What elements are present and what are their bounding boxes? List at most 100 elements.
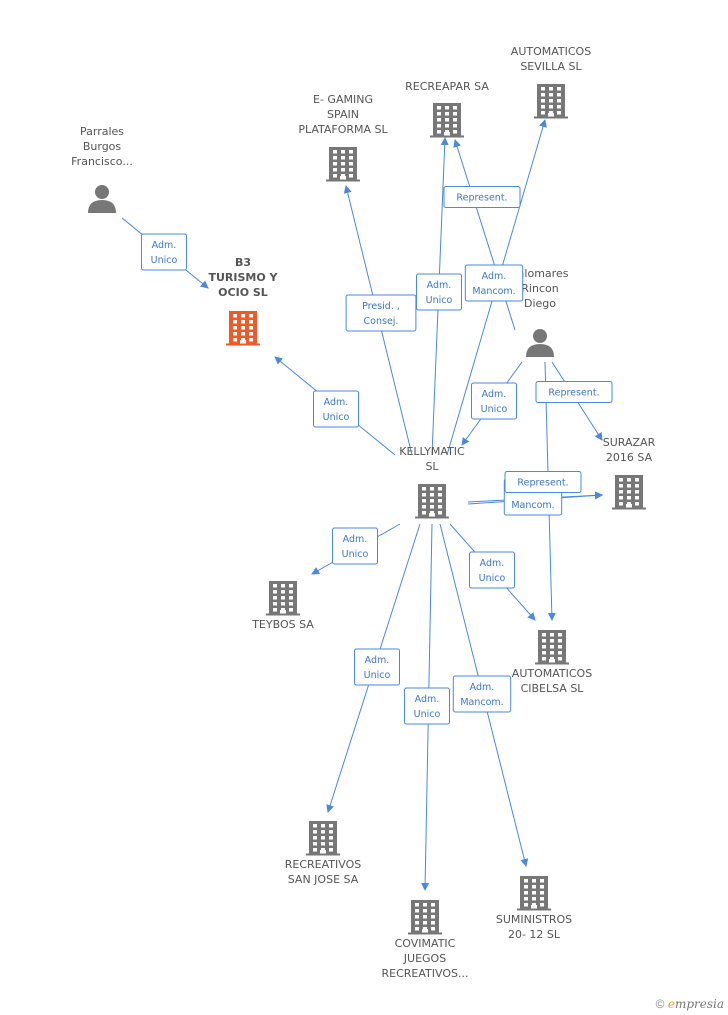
node-label: SUMINISTROS — [496, 913, 572, 926]
edge-label-text: Adm. — [343, 534, 368, 545]
edge-label-box — [354, 648, 400, 686]
edge-label-kelly-to-teybos[interactable]: Adm. Unico — [332, 527, 378, 565]
edge-label-text: Adm. — [480, 558, 505, 569]
edge-label-text: Mancom. — [472, 286, 515, 297]
node-sanjose[interactable]: RECREATIVOS SAN JOSE SA — [285, 821, 361, 886]
building-icon — [326, 147, 360, 182]
edge-label-text: Unico — [323, 412, 350, 423]
node-label: 2016 SA — [606, 451, 653, 464]
node-label: OCIO SL — [218, 286, 268, 299]
edge-label-box — [443, 186, 521, 208]
edge-label-box — [345, 294, 417, 332]
edge-label-kelly-to-b3[interactable]: Adm. Unico — [313, 390, 359, 428]
edge-label-text: Unico — [479, 573, 506, 584]
building-icon — [306, 821, 340, 856]
edge-label-text: Unico — [481, 404, 508, 415]
person-icon — [526, 329, 554, 357]
edge-label-kelly-to-recreapar[interactable]: Adm. Unico — [416, 273, 462, 311]
node-label: Parrales — [80, 125, 124, 138]
edge-label-text: Unico — [151, 255, 178, 266]
edge-label-parrales-to-b3[interactable]: Adm. Unico — [141, 233, 187, 271]
edge-label-text: Unico — [426, 295, 453, 306]
edge-label-text: Adm. — [427, 280, 452, 291]
edge-label-text: Presid. , — [362, 301, 400, 312]
edge-label-text: Unico — [342, 549, 369, 560]
edge-label-box — [404, 687, 450, 725]
edge-label-box — [416, 273, 462, 311]
node-label: SL — [425, 460, 439, 473]
edge-label-text: Consej. — [364, 316, 399, 327]
node-label: 20- 12 SL — [508, 928, 561, 941]
node-label: Palomares — [512, 267, 569, 280]
brand-name: mpresia — [674, 997, 724, 1011]
edge-label-text: Adm. — [152, 240, 177, 251]
building-icon — [266, 581, 300, 616]
node-recreapar[interactable]: RECREAPAR SA — [405, 80, 489, 138]
edge-label-palomares-to-surazar[interactable]: Represent. — [535, 381, 613, 403]
edge-label-text: Unico — [364, 670, 391, 681]
edge-label-box — [471, 382, 517, 420]
edge-label-box — [141, 233, 187, 271]
edge-label-text: Adm. — [470, 682, 495, 693]
edge-label-text: Unico — [414, 709, 441, 720]
node-suministros[interactable]: SUMINISTROS 20- 12 SL — [496, 876, 572, 941]
building-icon — [517, 876, 551, 911]
edge-label-text: Represent. — [548, 388, 599, 399]
edge-label-palomares-to-kelly[interactable]: Adm. Unico — [471, 382, 517, 420]
node-label: AUTOMATICOS — [511, 45, 591, 58]
node-label: COVIMATIC — [395, 937, 456, 950]
edge-label-box — [452, 675, 512, 713]
edge-label-text: Adm. — [482, 271, 507, 282]
edge-label-palomares-to-recreapar[interactable]: Represent. — [443, 186, 521, 208]
node-covimatic[interactable]: COVIMATICJUEGOSRECREATIVOS... — [382, 900, 469, 980]
node-label: B3 — [235, 256, 251, 269]
node-label: Burgos — [83, 140, 122, 153]
node-label: KELLYMATIC — [399, 445, 465, 458]
building-icon — [535, 630, 569, 665]
node-teybos[interactable]: TEYBOS SA — [251, 581, 314, 631]
edge-label-kelly-to-sanjose[interactable]: Adm. Unico — [354, 648, 400, 686]
node-label: Diego — [524, 297, 556, 310]
node-label: JUEGOS — [403, 952, 446, 965]
edge-label-text: Represent. — [456, 193, 507, 204]
node-label: E- GAMING — [313, 93, 373, 106]
node-egaming[interactable]: E- GAMING SPAIN PLATAFORMA SL — [298, 93, 389, 182]
building-icon — [612, 475, 646, 510]
edge-label-text: Adm. — [324, 397, 349, 408]
edge-label-box — [313, 390, 359, 428]
edge-label-kelly-to-autocib[interactable]: Adm. Unico — [469, 551, 515, 589]
node-parrales[interactable]: ParralesBurgosFrancisco... — [71, 125, 133, 213]
node-surazar[interactable]: SURAZAR 2016 SA — [603, 436, 656, 510]
edge-label-kelly-to-suministros[interactable]: Adm. Mancom. — [452, 675, 512, 713]
node-label: TURISMO Y — [208, 271, 278, 284]
edge-label-kelly-to-covimatic[interactable]: Adm. Unico — [404, 687, 450, 725]
edge-label-box — [469, 551, 515, 589]
building-icon — [226, 311, 260, 346]
node-label: TEYBOS SA — [251, 618, 314, 631]
node-label: SPAIN — [327, 108, 359, 121]
edge-label-kelly-to-surazar[interactable]: Represent. — [504, 471, 582, 493]
node-label: AUTOMATICOS — [512, 667, 592, 680]
node-label: SAN JOSE SA — [288, 873, 359, 886]
edge-label-kelly-to-autosev[interactable]: Adm. Mancom. — [464, 264, 524, 302]
edge-label-text: Adm. — [365, 655, 390, 666]
edge-label-text: Mancom. — [511, 500, 554, 511]
footer-brand: © empresia — [656, 997, 724, 1011]
person-icon — [88, 185, 116, 213]
node-label: RECREATIVOS — [285, 858, 361, 871]
node-kelly[interactable]: KELLYMATIC SL — [399, 445, 465, 519]
copyright-symbol: © — [655, 997, 665, 1011]
edge-label-text: Adm. — [482, 389, 507, 400]
edge-label-text: Adm. — [415, 694, 440, 705]
edge-label-box — [535, 381, 613, 403]
node-label: SURAZAR — [603, 436, 656, 449]
node-label: Rincon — [521, 282, 558, 295]
edge-label-box — [464, 264, 524, 302]
node-label: PLATAFORMA SL — [298, 123, 388, 136]
edge-label-kelly-to-egaming[interactable]: Presid. , Consej. — [345, 294, 417, 332]
edge-label-text: Mancom. — [460, 697, 503, 708]
